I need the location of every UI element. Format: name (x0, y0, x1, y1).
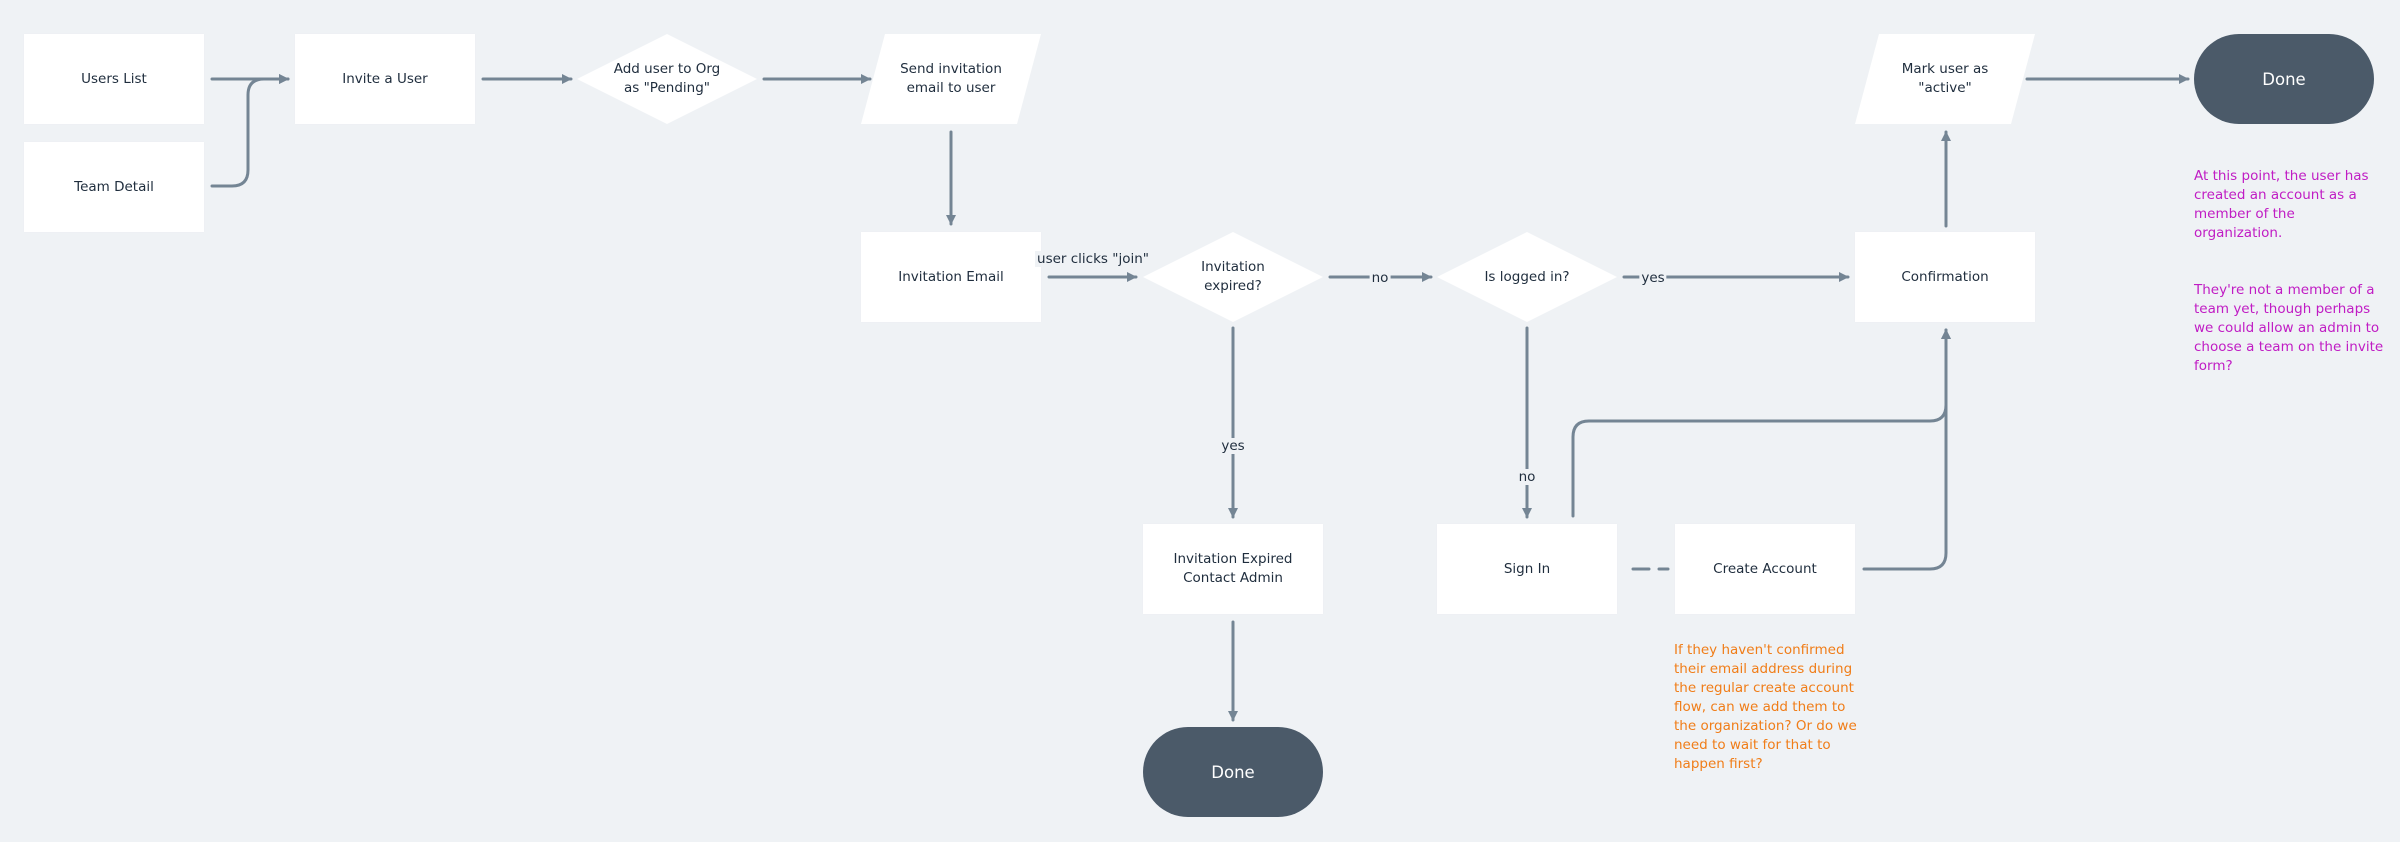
node-done-bottom[interactable]: Done (1143, 727, 1323, 817)
diamond-shape (1437, 232, 1617, 322)
node-done-bottom-label: Done (1211, 762, 1255, 782)
note-orange: If they haven't confirmed their email ad… (1674, 642, 1857, 772)
node-add-user-org[interactable]: Add user to Org as "Pending" (577, 34, 757, 124)
edge-label-yes-expired: yes (1219, 438, 1247, 454)
note-purple-paragraph-2: They're not a member of a team yet, thou… (2194, 282, 2384, 374)
parallelogram-shape (1855, 34, 2035, 124)
parallelogram-shape (861, 34, 1041, 124)
node-mark-active[interactable]: Mark user as "active" (1855, 34, 2035, 124)
node-team-detail[interactable]: Team Detail (24, 142, 204, 232)
note-purple-paragraph-1: At this point, the user has created an a… (2194, 168, 2369, 241)
node-team-detail-label: Team Detail (74, 178, 154, 195)
node-sign-in-label: Sign In (1503, 560, 1551, 577)
node-send-invitation[interactable]: Send invitation email to user (861, 34, 1041, 124)
node-confirmation[interactable]: Confirmation (1855, 232, 2035, 322)
node-users-list[interactable]: Users List (24, 34, 204, 124)
node-invitation-expired-box[interactable]: Invitation Expired Contact Admin (1143, 524, 1323, 614)
node-invitation-email-label: Invitation Email (898, 268, 1004, 285)
node-add-user-org-label: Add user to Org as "Pending" (613, 61, 721, 96)
node-create-account-label: Create Account (1713, 560, 1817, 577)
node-invitation-expired-q-label: Invitation expired? (1201, 259, 1265, 294)
node-send-invitation-label: Send invitation email to user (900, 61, 1002, 96)
node-invite-user-label: Invite a User (342, 70, 428, 87)
node-invite-user[interactable]: Invite a User (295, 34, 475, 124)
node-sign-in[interactable]: Sign In (1437, 524, 1617, 614)
node-create-account[interactable]: Create Account (1675, 524, 1855, 614)
node-mark-active-label: Mark user as "active" (1901, 61, 1989, 96)
node-done-top-label: Done (2262, 69, 2306, 89)
node-done-top[interactable]: Done (2194, 34, 2374, 124)
node-is-logged-in-q[interactable]: Is logged in? (1437, 232, 1617, 322)
edge-label-user-clicks-join: user clicks "join" (1035, 251, 1151, 267)
node-invitation-expired-q[interactable]: Invitation expired? (1143, 232, 1323, 322)
diamond-shape (1143, 232, 1323, 322)
edge-create-account-to-confirmation (1862, 328, 1952, 571)
edge-label-yes-logged-in: yes (1639, 270, 1667, 286)
node-invitation-email[interactable]: Invitation Email (861, 232, 1041, 322)
note-purple: At this point, the user has created an a… (2194, 148, 2384, 414)
node-users-list-label: Users List (81, 70, 147, 87)
node-is-logged-in-q-label: Is logged in? (1484, 268, 1570, 285)
edge-label-no-logged-in: no (1516, 469, 1538, 485)
edge-sign-in-to-confirmation (1571, 328, 1952, 518)
edge-team-detail-to-invite (210, 73, 290, 188)
node-confirmation-label: Confirmation (1901, 268, 1989, 285)
node-invitation-expired-box-label: Invitation Expired Contact Admin (1173, 551, 1293, 586)
diamond-shape (577, 34, 757, 124)
edge-label-no-expired: no (1369, 270, 1391, 286)
